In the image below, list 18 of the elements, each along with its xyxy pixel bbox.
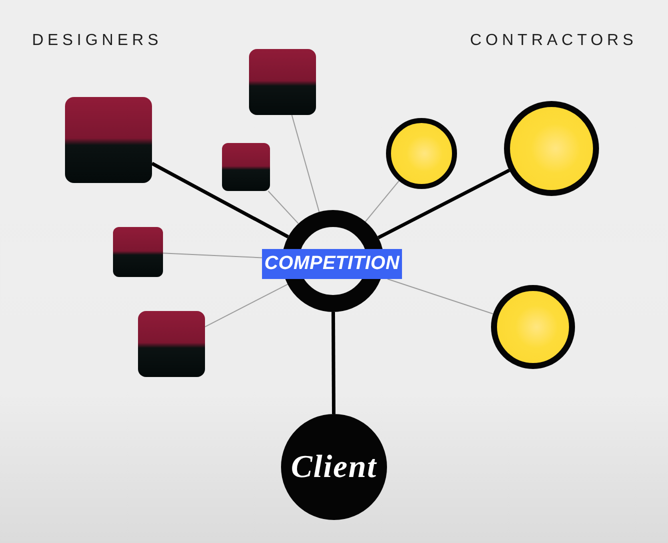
connector-line <box>204 284 288 328</box>
connector-line <box>151 162 289 238</box>
tile-icon <box>222 143 270 191</box>
node-label: Client <box>290 449 377 485</box>
tile-icon <box>249 49 316 115</box>
label-tag: COMPETITION <box>262 249 402 279</box>
connector-line <box>162 252 262 258</box>
tile-icon <box>65 97 152 183</box>
tile-icon <box>113 227 163 277</box>
connector-line <box>378 168 510 240</box>
connector-line <box>332 312 336 414</box>
connector-line <box>291 114 320 212</box>
connector-line <box>387 278 494 314</box>
connector-line <box>364 180 400 222</box>
group-heading: CONTRACTORS <box>470 33 638 49</box>
connector-line <box>268 190 299 224</box>
group-heading: DESIGNERS <box>32 33 162 49</box>
tile-icon <box>138 311 205 377</box>
